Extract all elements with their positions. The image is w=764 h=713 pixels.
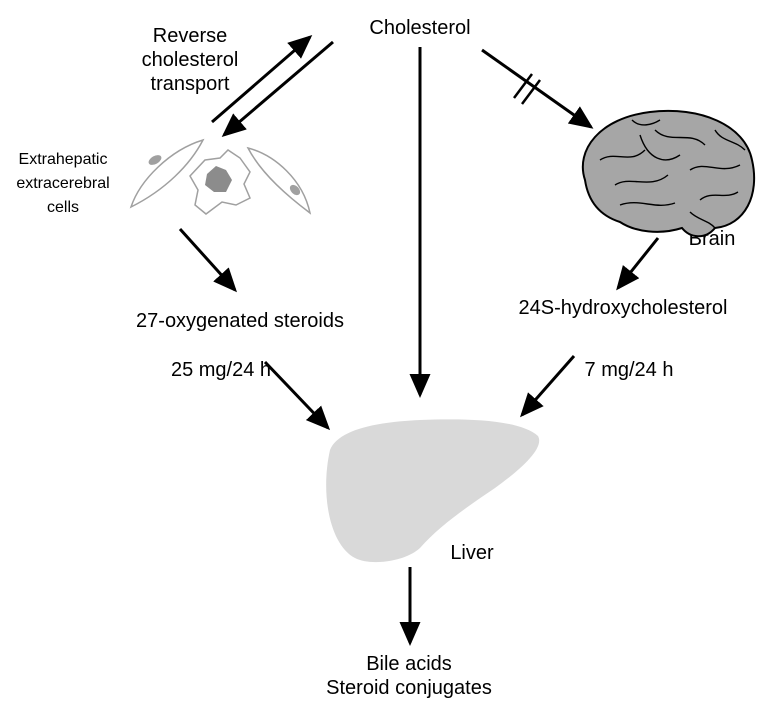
cell-nucleus-right [289,184,301,196]
arrow-27-oxygenated-to-liver [263,360,331,431]
arrow-brain-to-24s-hydroxy [616,237,660,291]
reverse-transport-label-line3: transport [151,73,230,95]
arrow-24s-hydroxy-to-liver [520,355,576,418]
brain-shape [581,110,756,238]
cell-nucleus-center [205,166,232,192]
elongated-cell-right [246,146,312,215]
arrow-cholesterol-to-brain [481,48,594,129]
extrahepatic-label-line2: extracerebral [16,175,109,192]
reverse-transport-label-line2: cholesterol [142,49,239,71]
brain-folds [599,119,746,229]
arrow-reverse-transport-up [211,35,313,124]
extrahepatic-cells-illustration [129,138,312,215]
blocked-arrow-cholesterol-to-brain [481,48,594,129]
arrow-cells-to-27-oxygenated [178,227,238,293]
elongated-cell-left [129,138,205,209]
block-mark-1 [513,73,533,99]
liver-label: Liver [450,542,494,564]
block-mark-2 [521,79,541,105]
27-oxygenated-steroids-label: 27-oxygenated steroids [136,310,344,332]
cell-nucleus-left [148,155,162,165]
bile-acids-label: Bile acids [366,653,452,675]
liver-shape [326,419,540,563]
rate-left-label: 25 mg/24 h [171,359,271,381]
reverse-transport-label-line1: Reverse [153,25,227,47]
brain-illustration [581,110,756,238]
24s-hydroxycholesterol-label: 24S-hydroxycholesterol [519,297,728,319]
rate-right-label: 7 mg/24 h [585,359,674,381]
steroid-conjugates-label: Steroid conjugates [326,677,492,699]
arrow-cholesterol-to-cells [221,40,334,137]
extrahepatic-label-line3: cells [47,199,79,216]
cholesterol-label: Cholesterol [369,17,470,39]
star-cell-center [189,149,251,215]
extrahepatic-label-line1: Extrahepatic [19,151,108,168]
